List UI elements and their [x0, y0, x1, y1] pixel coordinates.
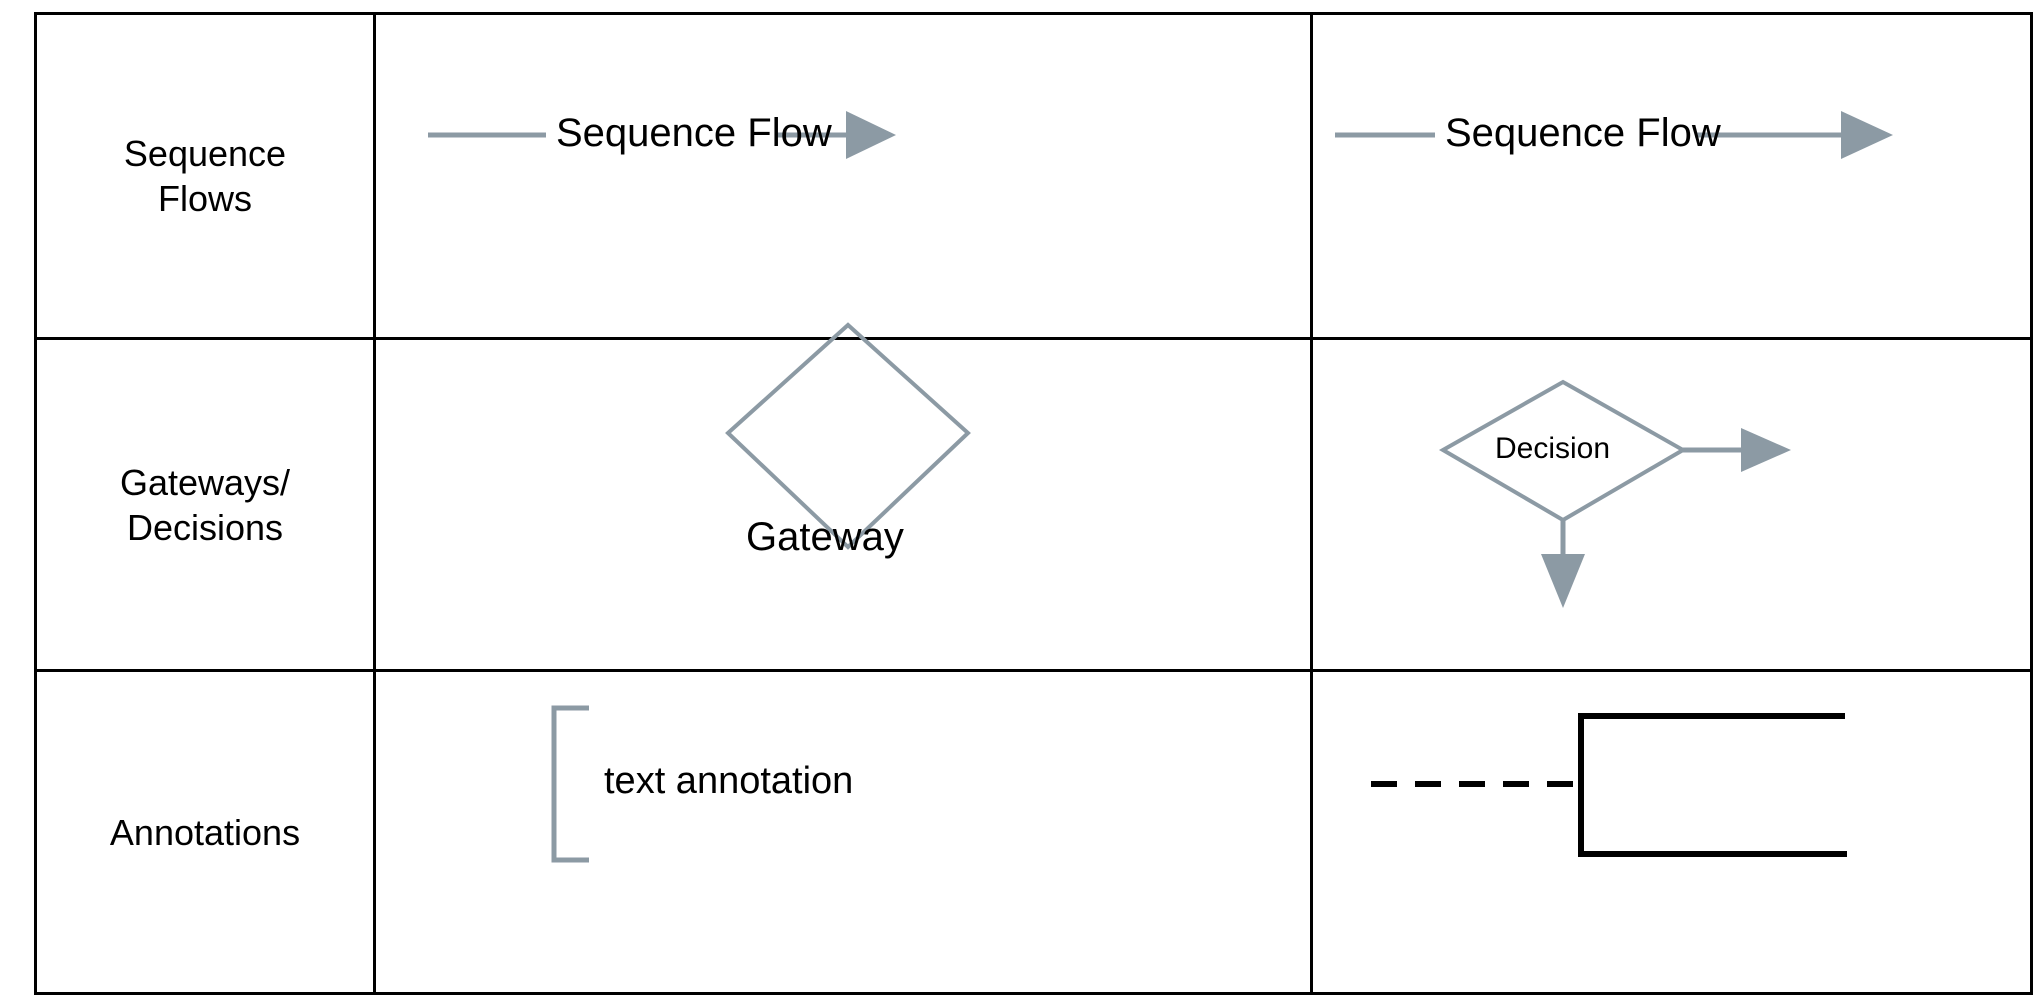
arrowhead-right-icon — [1841, 111, 1893, 159]
bpmn-legend-table: Sequence Flows Sequence Flow — [34, 12, 2033, 995]
row-label-annotations: Annotations — [34, 669, 376, 995]
cell-sequence-flow-b: Sequence Flow — [1310, 12, 2033, 340]
cell-text-annotation: text annotation — [373, 669, 1313, 995]
annotation-association-graphic — [1371, 713, 1847, 857]
annotation-bracket-shape — [551, 705, 589, 863]
annotation-association-canvas — [1313, 672, 2030, 992]
sequence-flow-b-label: Sequence Flow — [1445, 111, 1721, 155]
gateway-graphic — [725, 322, 971, 550]
sequence-flow-b-graphic — [1335, 111, 1893, 159]
table-row: Sequence Flows Sequence Flow — [34, 12, 2033, 340]
table-row: Annotations text annotation — [34, 669, 2033, 995]
text-annotation-graphic — [551, 705, 589, 863]
sequence-flow-b-canvas: Sequence Flow — [1313, 15, 2030, 337]
sequence-flow-a-canvas: Sequence Flow — [376, 15, 1310, 337]
arrowhead-right-icon — [846, 111, 896, 159]
table-row: Gateways/ Decisions Gateway — [34, 322, 2033, 672]
text-annotation-canvas: text annotation — [376, 672, 1310, 992]
cell-annotation-association — [1310, 669, 2033, 995]
gateway-canvas: Gateway — [376, 322, 1310, 669]
sequence-flow-a-graphic — [428, 111, 896, 159]
cell-gateway: Gateway — [373, 322, 1313, 672]
sequence-flow-a-label: Sequence Flow — [556, 111, 832, 155]
arrowhead-down-icon — [1541, 554, 1585, 608]
decision-label: Decision — [1495, 432, 1611, 465]
decision-graphic — [1438, 379, 1791, 608]
text-annotation-label: text annotation — [604, 760, 854, 802]
annotation-bracket-shape — [1578, 713, 1847, 857]
cell-sequence-flow-a: Sequence Flow — [373, 12, 1313, 340]
gateway-label: Gateway — [746, 515, 904, 559]
arrowhead-right-icon — [1741, 428, 1791, 472]
cell-decision: Decision — [1310, 337, 2033, 672]
decision-canvas: Decision — [1313, 340, 2030, 669]
row-label-sequence-flows: Sequence Flows — [34, 12, 376, 340]
row-label-gateways-decisions: Gateways/ Decisions — [34, 337, 376, 672]
gateway-diamond-shape — [725, 322, 971, 550]
